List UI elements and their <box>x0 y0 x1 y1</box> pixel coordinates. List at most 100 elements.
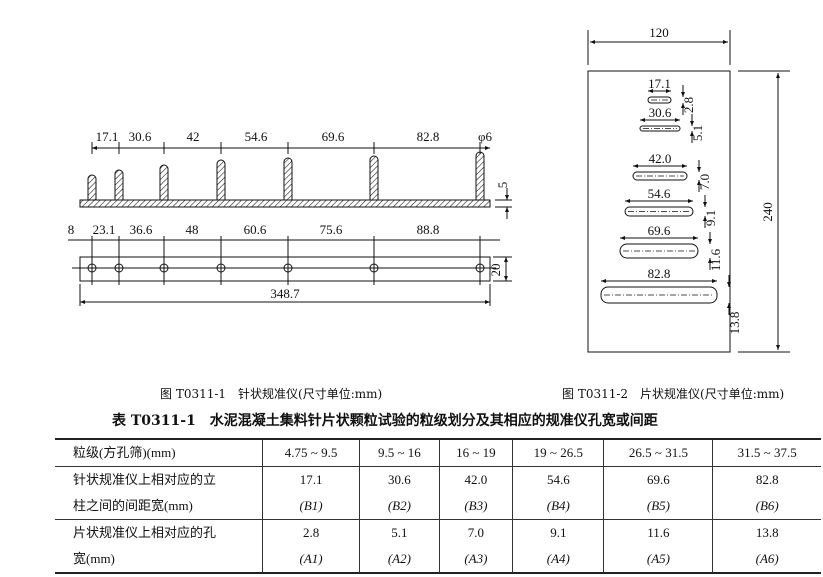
cell-value: 7.0 <box>467 525 485 540</box>
dimension-label: 23.1 <box>93 222 116 237</box>
pillar <box>283 157 293 201</box>
cell-symbol: (B3) <box>464 498 488 513</box>
cell: 31.5 ~ 37.5 <box>712 438 821 467</box>
cell-value: 5.1 <box>391 525 408 540</box>
slot <box>600 286 718 304</box>
dimension-label: φ6 <box>478 129 493 144</box>
table-row: 针状规准仪上相对应的立柱之间的间距宽(mm) 17.1 (B1) 30.6 (B2) 42… <box>55 466 821 520</box>
cell-symbol: (B4) <box>546 498 570 513</box>
dimension-label: 42 <box>187 129 200 144</box>
dimension-label: 88.8 <box>417 222 440 237</box>
cell: 4.75 ~ 9.5 <box>261 438 360 467</box>
technical-drawings: 17.1 30.6 42 54.6 69.6 82.8 φ6 5 8 23.1 36.6 48 60.6… <box>68 25 790 353</box>
cell: 69.6 (B5) <box>603 466 713 520</box>
pillar <box>87 174 97 201</box>
cell-value: 69.6 <box>647 472 670 487</box>
cell-value: 54.6 <box>546 472 570 487</box>
cell: 30.6 (B2) <box>359 466 440 520</box>
row-label: 片状规准仪上相对应的孔宽(mm) <box>55 519 263 574</box>
dimension-label: 48 <box>186 222 199 237</box>
figure1-caption: 图 T0311-1 针状规准仪(尺寸单位:mm) <box>160 387 383 401</box>
cell: 16 ~ 19 <box>438 438 513 467</box>
dimension-label: 69.6 <box>322 129 345 144</box>
cell: 19 ~ 26.5 <box>512 438 604 467</box>
cell: 7.0 (A3) <box>438 519 513 574</box>
slot <box>632 171 688 181</box>
cell: 13.8 (A6) <box>712 519 821 574</box>
dimension-label: 69.6 <box>648 223 671 238</box>
dimension-label: 2.8 <box>681 97 696 113</box>
dimension-label: 348.7 <box>270 286 300 301</box>
slot <box>647 96 672 104</box>
dimension-label: 60.6 <box>244 222 267 237</box>
cell-symbol: (A4) <box>546 551 570 566</box>
dimension-label: 42.0 <box>649 151 672 166</box>
pillar <box>114 169 124 201</box>
slot <box>624 206 694 217</box>
row-label-line: 柱之间的间距宽(mm) <box>73 498 193 513</box>
dimension-label: 30.6 <box>129 129 152 144</box>
dimension-label: 9.1 <box>703 210 718 226</box>
dimension-label: 5 <box>495 182 510 189</box>
needle-gauge-elevation <box>79 142 512 219</box>
dimension-label: 17.1 <box>96 129 119 144</box>
pillar <box>216 159 226 201</box>
dimension-label: 120 <box>649 25 669 40</box>
cell-value: 13.8 <box>755 525 779 540</box>
cell-value: 30.6 <box>388 472 411 487</box>
flake-gauge <box>587 30 790 353</box>
cell-value: 9.1 <box>550 525 567 540</box>
dimension-label: 54.6 <box>648 186 671 201</box>
dimension-label: 11.6 <box>708 248 723 271</box>
dimension-label: 7.0 <box>697 174 712 190</box>
cell-symbol: (A1) <box>299 551 323 566</box>
dimension-label: 5.1 <box>690 125 705 141</box>
cell: 5.1 (A2) <box>359 519 440 574</box>
cell: 11.6 (A5) <box>603 519 713 574</box>
cell-symbol: (B6) <box>755 498 779 513</box>
dimension-label: 36.6 <box>130 222 153 237</box>
slot <box>639 125 681 132</box>
row-label: 粒级(方孔筛)(mm) <box>55 438 263 467</box>
dimension-label: 17.1 <box>648 76 671 91</box>
dimension-label: 30.6 <box>649 105 672 120</box>
pillar <box>159 164 169 201</box>
cell-symbol: (B2) <box>387 498 411 513</box>
cell-value: 42.0 <box>464 472 488 487</box>
cell-value: 82.8 <box>755 472 779 487</box>
dimension-label: 20 <box>488 264 503 277</box>
table-row: 片状规准仪上相对应的孔宽(mm) 2.8 (A1) 5.1 (A2) 7.0 (A3) 9.1… <box>55 519 821 574</box>
cell: 42.0 (B3) <box>438 466 513 520</box>
cell-symbol: (A6) <box>755 551 779 566</box>
slot <box>619 243 699 259</box>
dimension-label: 82.8 <box>417 129 440 144</box>
dimension-label: 54.6 <box>245 129 268 144</box>
dimension-label: 13.8 <box>727 312 742 335</box>
cell: 9.5 ~ 16 <box>359 438 440 467</box>
cell-symbol: (A5) <box>646 551 670 566</box>
cell: 82.8 (B6) <box>712 466 821 520</box>
row-label: 针状规准仪上相对应的立柱之间的间距宽(mm) <box>55 466 263 520</box>
cell-symbol: (A3) <box>464 551 488 566</box>
cell-value: 11.6 <box>647 525 670 540</box>
cell: 9.1 (A4) <box>512 519 604 574</box>
row-label-line: 宽(mm) <box>73 551 115 566</box>
cell: 17.1 (B1) <box>261 466 360 520</box>
cell-value: 17.1 <box>299 472 323 487</box>
row-label-line: 针状规准仪上相对应的立 <box>73 472 217 487</box>
gradation-table: 粒级(方孔筛)(mm) 4.75 ~ 9.5 9.5 ~ 16 16 ~ 19 … <box>55 438 821 574</box>
dimension-label: 75.6 <box>320 222 343 237</box>
table-row: 粒级(方孔筛)(mm) 4.75 ~ 9.5 9.5 ~ 16 16 ~ 19 … <box>55 438 821 467</box>
cell-value: 2.8 <box>302 525 320 540</box>
cell-symbol: (B5) <box>646 498 670 513</box>
cell-symbol: (A2) <box>387 551 411 566</box>
dimension-label: 8 <box>68 222 75 237</box>
row-label-line: 片状规准仪上相对应的孔 <box>73 525 217 540</box>
cell-symbol: (B1) <box>299 498 323 513</box>
table-title: 表 T0311-1 水泥混凝土集料针片状颗粒试验的粒级划分及其相应的规准仪孔宽或… <box>112 413 658 429</box>
pillar <box>369 155 379 201</box>
pillar <box>475 151 485 201</box>
cell: 54.6 (B4) <box>512 466 604 520</box>
figure2-caption: 图 T0311-2 片状规准仪(尺寸单位:mm) <box>562 387 785 401</box>
needle-gauge-plan <box>68 236 512 306</box>
